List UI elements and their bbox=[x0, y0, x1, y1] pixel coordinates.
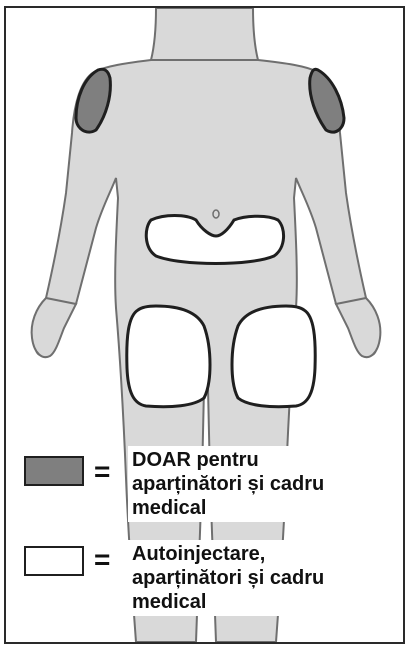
caregiver-only-label: DOAR pentru aparținători și cadru medica… bbox=[128, 446, 386, 522]
self-injection-label: Autoinjectare, aparținători și cadru med… bbox=[128, 540, 405, 616]
right-hand bbox=[336, 298, 380, 357]
left-thigh-zone bbox=[127, 306, 210, 407]
caregiver-only-swatch bbox=[24, 456, 84, 486]
caregiver-only-equals: = bbox=[94, 458, 110, 486]
figure-frame: = DOAR pentru aparținători și cadru medi… bbox=[4, 6, 405, 644]
self-injection-equals: = bbox=[94, 546, 110, 574]
neck-outline bbox=[151, 8, 258, 60]
right-thigh-zone bbox=[232, 306, 315, 407]
self-injection-swatch bbox=[24, 546, 84, 576]
left-hand bbox=[32, 298, 76, 357]
